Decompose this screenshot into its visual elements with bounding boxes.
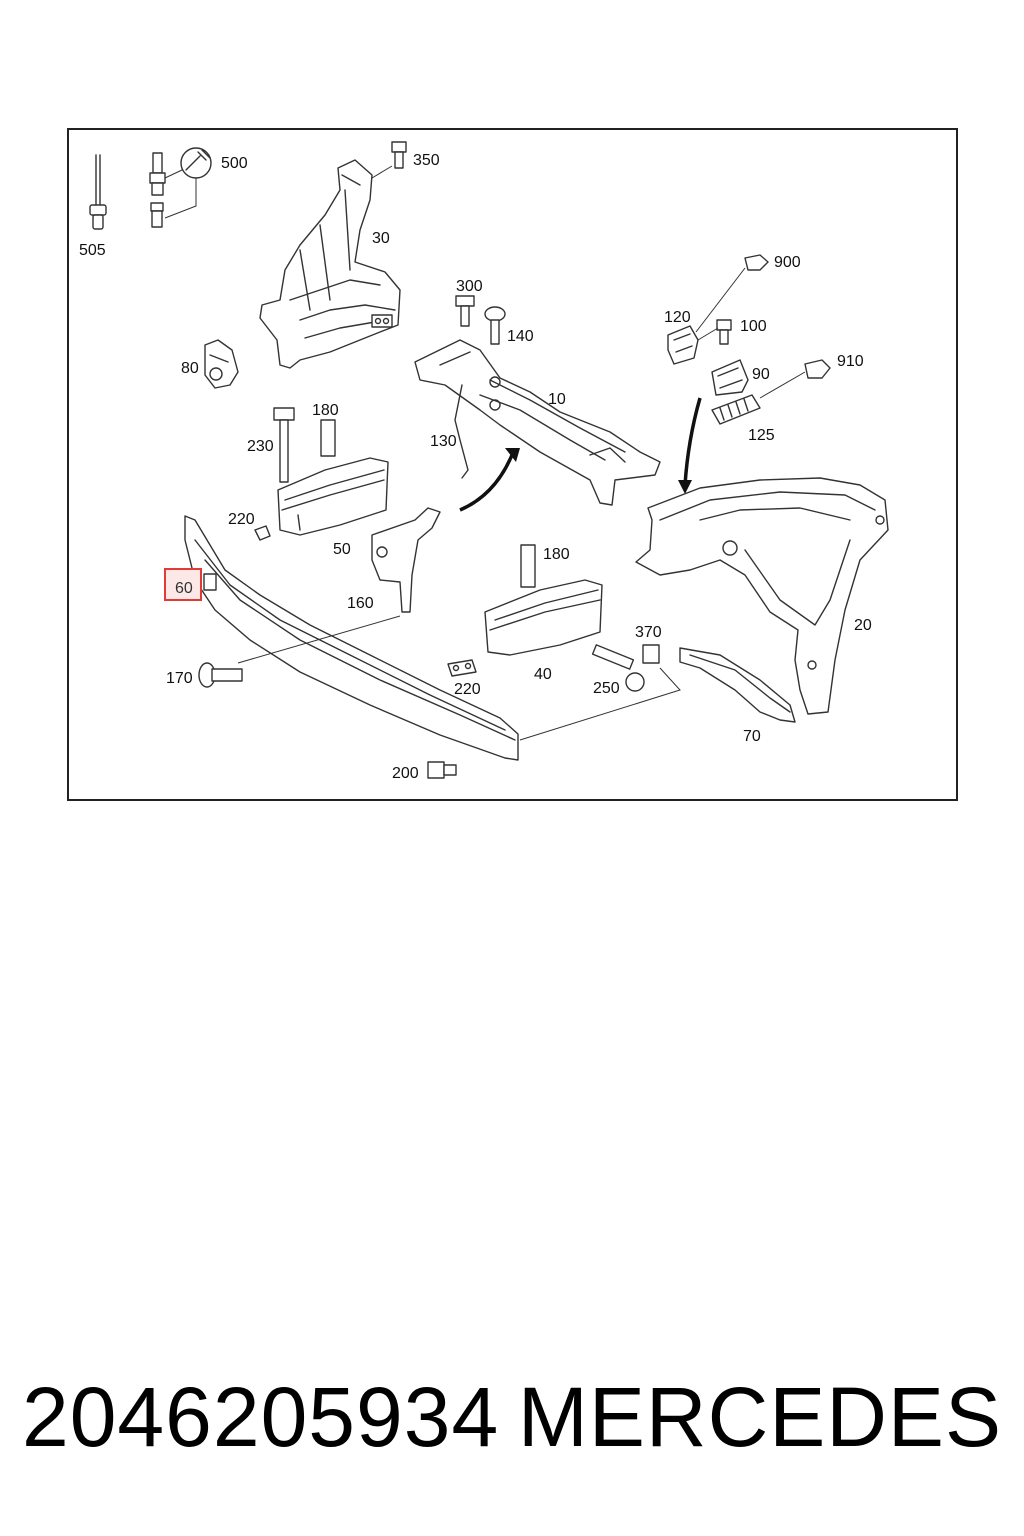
part-160-drawing: [371, 507, 441, 613]
screw-500-drawing: [149, 147, 212, 228]
callout-200: 200: [392, 765, 419, 782]
diagram-frame: [67, 128, 958, 801]
callout-90: 90: [752, 366, 770, 383]
callout-900: 900: [774, 254, 801, 271]
part-50-drawing: [254, 407, 389, 541]
rivet-505-drawing: [89, 154, 107, 230]
callout-500: 500: [221, 155, 248, 172]
callout-20: 20: [854, 617, 872, 634]
callout-910: 910: [837, 353, 864, 370]
callout-140: 140: [507, 328, 534, 345]
bolt-140-drawing: [484, 306, 506, 345]
callout-180-lower: 180: [543, 546, 570, 563]
bolt-170-drawing: [198, 662, 243, 688]
bolt-250-drawing: [591, 644, 645, 692]
part-40-drawing: [484, 544, 603, 656]
brand-name: MERCEDES: [517, 1370, 1002, 1464]
callout-180-upper: 180: [312, 402, 339, 419]
callout-30: 30: [372, 230, 390, 247]
part-number: 2046205934: [22, 1370, 500, 1464]
bottom-caption: 2046205934 MERCEDES: [0, 1362, 1024, 1472]
callout-60: 60: [175, 580, 193, 597]
callout-160: 160: [347, 595, 374, 612]
part-120-drawing: [667, 254, 769, 365]
washer-220b-drawing: [447, 659, 477, 677]
callout-labels: 505 500 350 30 300 140 900 120 100 910 9…: [79, 152, 872, 782]
callout-40: 40: [534, 666, 552, 683]
callout-505: 505: [79, 242, 106, 259]
part-20-drawing: [635, 477, 889, 715]
callout-370: 370: [635, 624, 662, 641]
callout-220-upper: 220: [228, 511, 255, 528]
callout-120: 120: [664, 309, 691, 326]
callout-130: 130: [430, 433, 457, 450]
assembly-arrows: [459, 397, 702, 512]
callout-70: 70: [743, 728, 761, 745]
callout-100: 100: [740, 318, 767, 335]
callout-350: 350: [413, 152, 440, 169]
bolt-200-drawing: [427, 761, 457, 779]
callout-300: 300: [456, 278, 483, 295]
callout-170: 170: [166, 670, 193, 687]
callout-250: 250: [593, 680, 620, 697]
callout-60-highlight[interactable]: 60: [164, 568, 202, 601]
part-30-drawing: [259, 141, 407, 369]
part-70-drawing: [679, 647, 796, 723]
callout-230: 230: [247, 438, 274, 455]
part-80-drawing: [204, 339, 239, 389]
callout-50: 50: [333, 541, 351, 558]
callout-10: 10: [548, 391, 566, 408]
part-10-drawing: [414, 339, 661, 506]
callout-80: 80: [181, 360, 199, 377]
part-60-drawing: [184, 515, 519, 761]
part-60-leaders: [237, 615, 681, 741]
callout-125: 125: [748, 427, 775, 444]
part-90-drawing: [711, 359, 831, 425]
bolt-300-drawing: [455, 295, 475, 327]
callout-220-lower: 220: [454, 681, 481, 698]
bolt-370-drawing: [642, 644, 660, 664]
